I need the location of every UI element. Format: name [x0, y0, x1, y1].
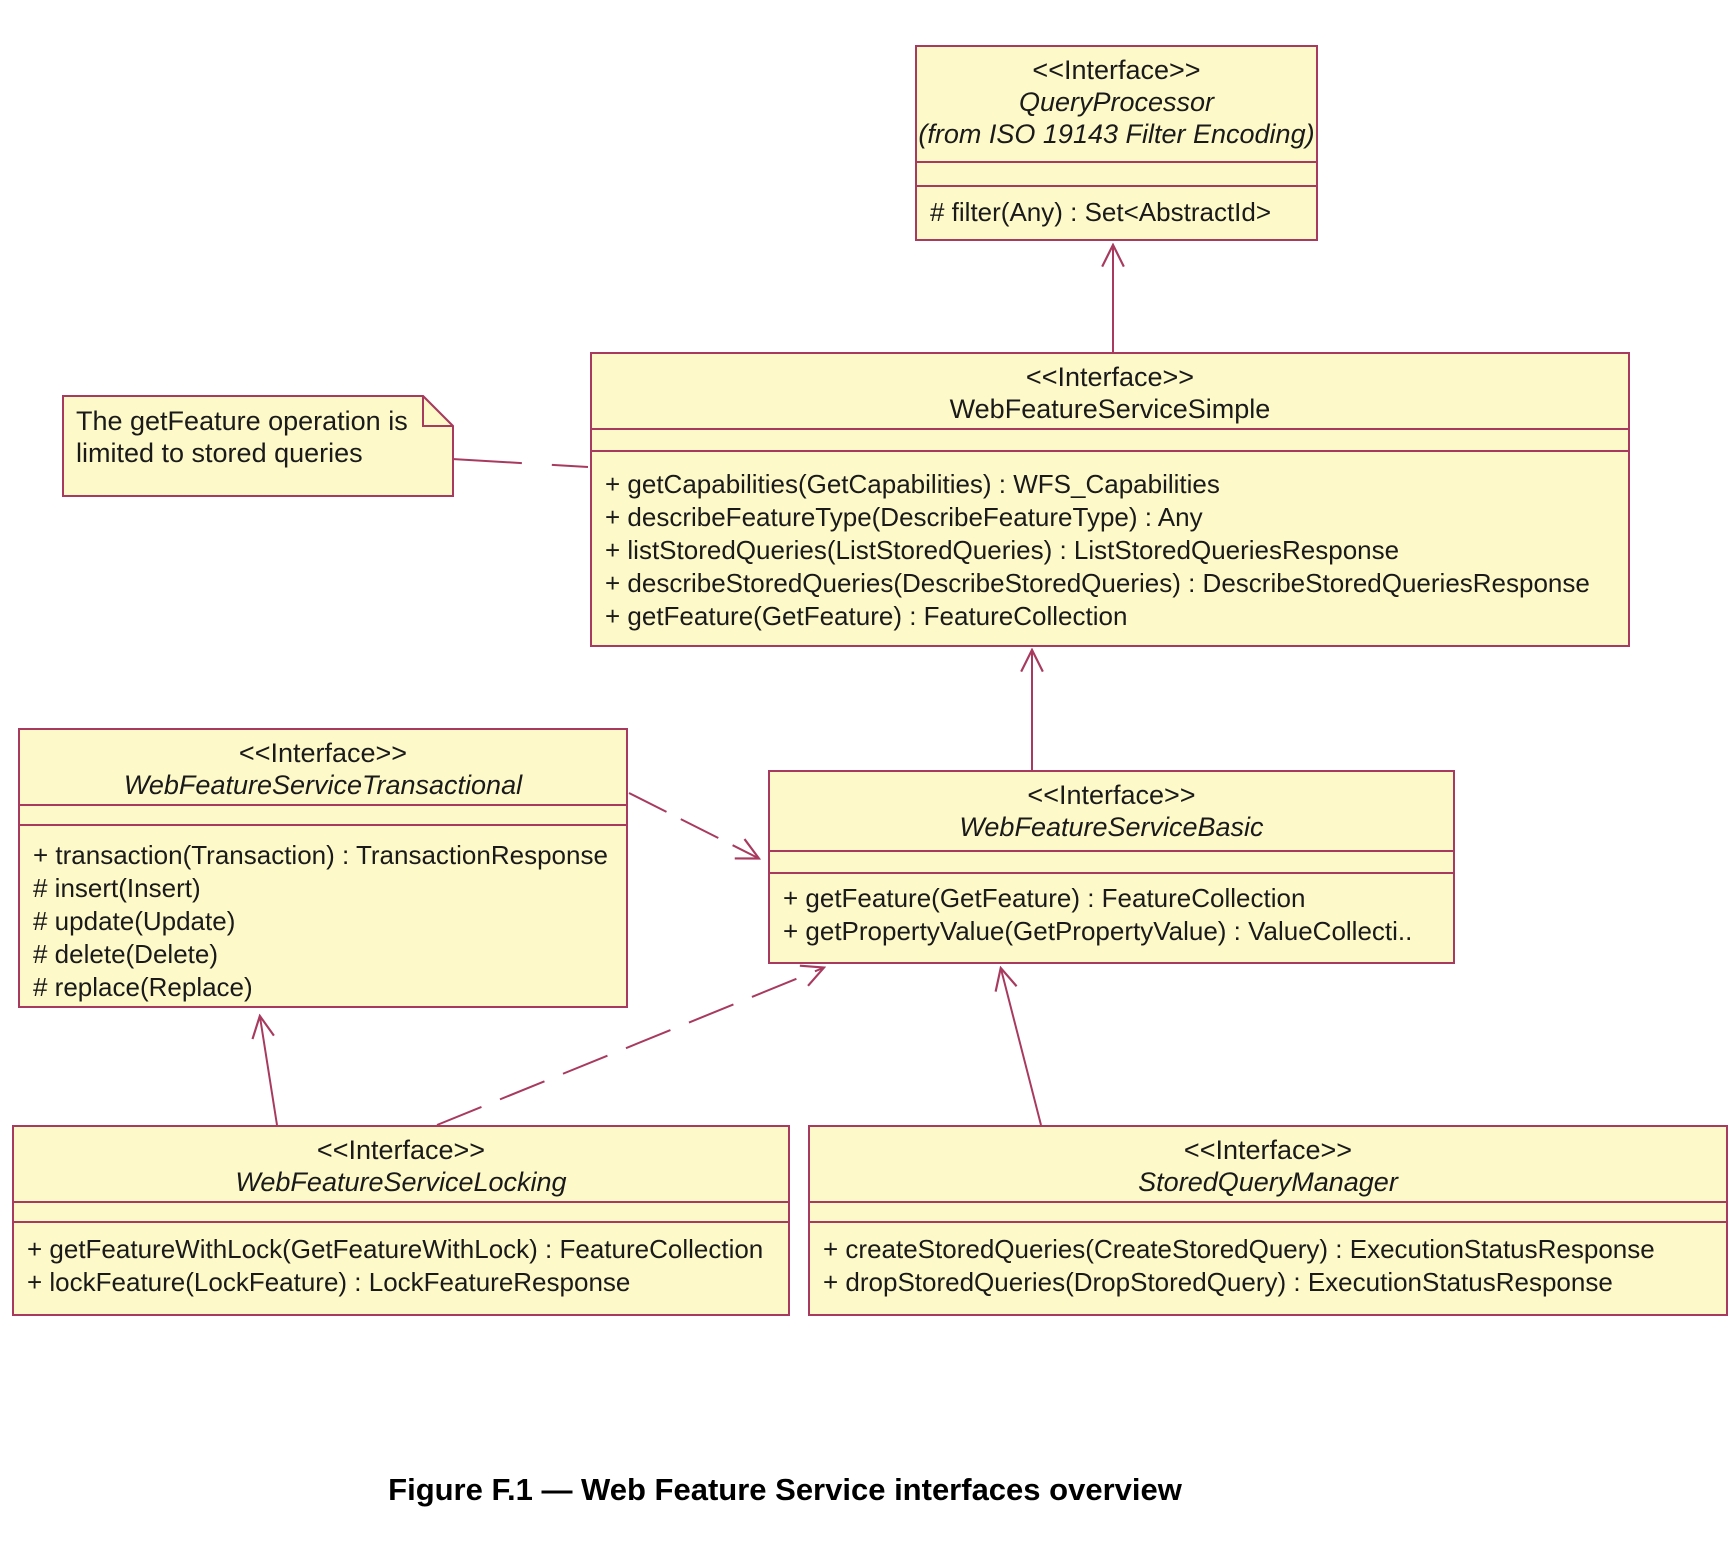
title-compartment: <<Interface>> WebFeatureServiceBasic	[770, 772, 1453, 850]
interface-box-webfeatureservicetransactional: <<Interface>> WebFeatureServiceTransacti…	[18, 728, 628, 1008]
method-label: + transaction(Transaction) : Transaction…	[33, 840, 608, 870]
stereotype-label: <<Interface>>	[316, 1135, 486, 1165]
method-label: + listStoredQueries(ListStoredQueries) :…	[605, 535, 1400, 565]
attributes-compartment	[810, 1201, 1726, 1223]
methods-compartment: + getCapabilities(GetCapabilities) : WFS…	[592, 452, 1628, 645]
title-compartment: <<Interface>> QueryProcessor (from ISO 1…	[917, 47, 1316, 161]
methods-compartment: + getFeatureWithLock(GetFeatureWithLock)…	[14, 1223, 788, 1314]
attributes-compartment	[20, 804, 626, 826]
interface-box-storedquerymanager: <<Interface>> StoredQueryManager + creat…	[808, 1125, 1728, 1316]
interface-box-queryprocessor: <<Interface>> QueryProcessor (from ISO 1…	[915, 45, 1318, 241]
class-origin: (from ISO 19143 Filter Encoding)	[918, 119, 1315, 149]
title-compartment: <<Interface>> WebFeatureServiceLocking	[14, 1127, 788, 1201]
note-line: limited to stored queries	[76, 438, 363, 468]
stereotype-label: <<Interface>>	[1032, 55, 1201, 85]
method-label: # update(Update)	[33, 906, 236, 936]
note-fold-corner	[422, 393, 456, 427]
attributes-compartment	[14, 1201, 788, 1223]
note-getfeature-limitation: The getFeature operation is limited to s…	[62, 393, 456, 497]
method-label: # delete(Delete)	[33, 939, 218, 969]
method-label: # insert(Insert)	[33, 873, 201, 903]
stereotype-label: <<Interface>>	[1027, 780, 1196, 810]
method-label: + dropStoredQueries(DropStoredQuery) : E…	[823, 1267, 1613, 1297]
method-label: + getPropertyValue(GetPropertyValue) : V…	[783, 916, 1413, 946]
stereotype-label: <<Interface>>	[1025, 362, 1195, 392]
class-name: StoredQueryManager	[1138, 1167, 1398, 1197]
class-name: WebFeatureServiceLocking	[235, 1167, 567, 1197]
attributes-compartment	[592, 428, 1628, 452]
interface-box-webfeatureservicebasic: <<Interface>> WebFeatureServiceBasic + g…	[768, 770, 1455, 964]
class-name: WebFeatureServiceBasic	[959, 812, 1264, 842]
edge-locking-to-transactional	[260, 1017, 278, 1126]
interface-box-webfeatureservicelocking: <<Interface>> WebFeatureServiceLocking +…	[12, 1125, 790, 1316]
stereotype-label: <<Interface>>	[238, 738, 408, 768]
edge-locking-to-basic	[436, 968, 823, 1126]
figure-caption: Figure F.1 — Web Feature Service interfa…	[388, 1472, 1182, 1507]
method-label: # replace(Replace)	[33, 972, 253, 1002]
stereotype-label: <<Interface>>	[1183, 1135, 1353, 1165]
title-compartment: <<Interface>> StoredQueryManager	[810, 1127, 1726, 1201]
attributes-compartment	[917, 161, 1316, 187]
method-label: + describeFeatureType(DescribeFeatureTyp…	[605, 502, 1203, 532]
method-label: + getFeature(GetFeature) : FeatureCollec…	[605, 601, 1128, 631]
note-line: The getFeature operation is	[76, 406, 408, 436]
class-name: WebFeatureServiceSimple	[949, 394, 1271, 424]
method-label: + getFeature(GetFeature) : FeatureCollec…	[783, 883, 1306, 913]
title-compartment: <<Interface>> WebFeatureServiceTransacti…	[20, 730, 626, 804]
class-name: QueryProcessor	[1018, 87, 1215, 117]
attributes-compartment	[770, 850, 1453, 874]
method-label: + describeStoredQueries(DescribeStoredQu…	[605, 568, 1590, 598]
method-label: # filter(Any) : Set<AbstractId>	[930, 197, 1272, 227]
class-name: WebFeatureServiceTransactional	[123, 770, 523, 800]
methods-compartment: + transaction(Transaction) : Transaction…	[20, 826, 626, 1006]
interface-box-webfeatureservicesimple: <<Interface>> WebFeatureServiceSimple + …	[590, 352, 1630, 647]
method-label: + getCapabilities(GetCapabilities) : WFS…	[605, 469, 1220, 499]
edge-storedquerymanager-to-basic	[1001, 969, 1042, 1126]
method-label: + getFeatureWithLock(GetFeatureWithLock)…	[27, 1234, 764, 1264]
methods-compartment: # filter(Any) : Set<AbstractId>	[917, 187, 1316, 239]
title-compartment: <<Interface>> WebFeatureServiceSimple	[592, 354, 1628, 428]
edge-transactional-to-basic	[628, 792, 758, 858]
note-shape	[62, 393, 456, 497]
method-label: + lockFeature(LockFeature) : LockFeature…	[27, 1267, 631, 1297]
methods-compartment: + getFeature(GetFeature) : FeatureCollec…	[770, 874, 1453, 962]
edge-note-anchor	[451, 458, 589, 468]
note-text: The getFeature operation is limited to s…	[76, 405, 408, 469]
method-label: + createStoredQueries(CreateStoredQuery)…	[823, 1234, 1655, 1264]
methods-compartment: + createStoredQueries(CreateStoredQuery)…	[810, 1223, 1726, 1314]
